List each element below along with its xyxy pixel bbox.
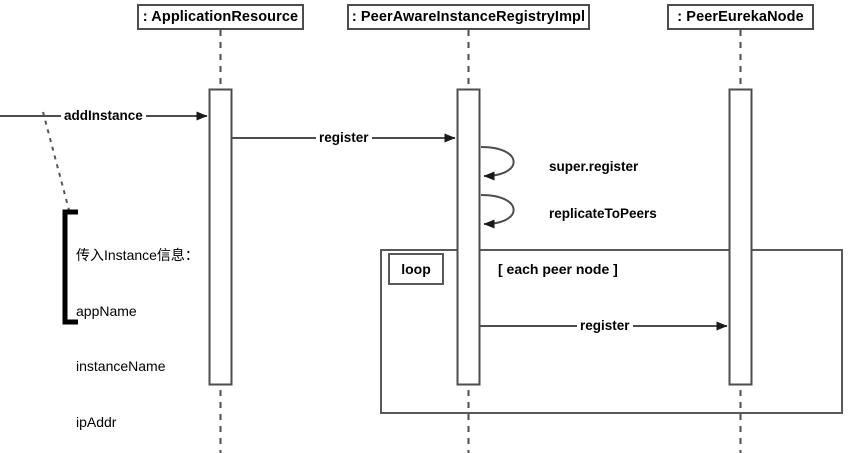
lifeline-head-label-peer-eureka-node: : PeerEurekaNode (677, 9, 804, 25)
lifeline-head-peer-eureka-node[interactable]: : PeerEurekaNode (667, 4, 814, 30)
note-line-3: instanceName (76, 358, 166, 374)
note-anchor-group (42, 111, 78, 325)
message-arrow-super-register (480, 146, 515, 181)
loop-fragment-operator-label: loop (401, 261, 431, 277)
message-label-super-register: super.register (549, 159, 639, 174)
message-label-replicate-to-peers: replicateToPeers (549, 206, 657, 221)
loop-fragment-operator-box[interactable]: loop (388, 253, 444, 285)
instance-info-note: 传入Instance信息： appName instanceName ipAdd… (76, 209, 199, 453)
activation-bars (208, 88, 753, 386)
note-line-1: 传入Instance信息： (76, 247, 199, 263)
activation-bar-peer-eureka-node (728, 88, 753, 386)
lifeline-head-application-resource[interactable]: : ApplicationResource (137, 4, 304, 30)
lifeline-head-label-application-resource: : ApplicationResource (142, 9, 299, 25)
note-connector-line (42, 111, 71, 215)
message-label-register-to-peer-node: register (577, 318, 633, 333)
loop-fragment-guard-label: [ each peer node ] (498, 261, 618, 277)
message-label-add-instance: addInstance (61, 108, 146, 123)
note-line-2: appName (76, 302, 137, 319)
loop-fragment-frame (380, 249, 843, 414)
lifeline-head-peer-aware-instance-registry-impl[interactable]: : PeerAwareInstanceRegistryImpl (347, 4, 590, 30)
activation-bar-application-resource (208, 88, 233, 386)
message-label-register-to-registry: register (316, 130, 372, 145)
message-arrow-replicate-to-peers (480, 194, 515, 229)
loop-fragment-rect (380, 249, 843, 414)
activation-bar-peer-aware-instance-registry-impl (456, 88, 481, 386)
lifeline-head-label-peer-aware-instance-registry-impl: : PeerAwareInstanceRegistryImpl (351, 9, 586, 25)
note-line-4: ipAddr (76, 413, 117, 430)
note-left-bracket-icon (62, 209, 78, 325)
